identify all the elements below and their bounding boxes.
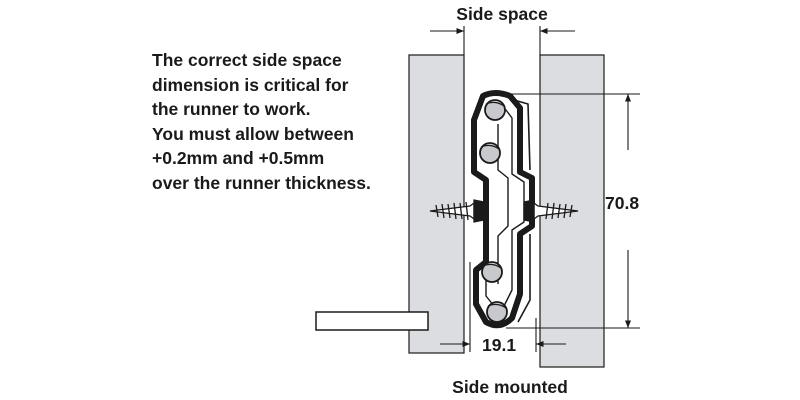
ball-bearing-2 bbox=[479, 142, 501, 164]
cabinet-side-panel bbox=[408, 54, 465, 354]
right-screw bbox=[523, 199, 579, 223]
side-space-dimension bbox=[430, 26, 575, 55]
side-space-label: Side space bbox=[456, 4, 548, 24]
note-line-5: +0.2mm and +0.5mm bbox=[152, 148, 325, 169]
ball-bearing-4 bbox=[486, 301, 508, 323]
width-dimension-value: 19.1 bbox=[482, 335, 516, 355]
ball-bearings bbox=[479, 99, 508, 323]
note-line-6: over the runner thickness. bbox=[152, 172, 371, 193]
height-dimension bbox=[506, 93, 640, 329]
drawer-bottom-board bbox=[315, 311, 429, 331]
left-screw bbox=[429, 199, 485, 223]
instruction-text: The correct side space dimension is crit… bbox=[152, 48, 412, 196]
height-dimension-value: 70.8 bbox=[605, 193, 639, 213]
ball-bearing-1 bbox=[484, 99, 506, 121]
note-line-1: The correct side space bbox=[152, 50, 342, 70]
ball-bearing-3 bbox=[481, 261, 503, 283]
note-line-2: dimension is critical for bbox=[152, 74, 349, 95]
note-line-3: the runner to work. bbox=[152, 99, 311, 120]
width-dimension bbox=[440, 262, 566, 352]
note-line-4: You must allow between bbox=[152, 123, 354, 144]
caption: Side mounted bbox=[452, 377, 568, 397]
